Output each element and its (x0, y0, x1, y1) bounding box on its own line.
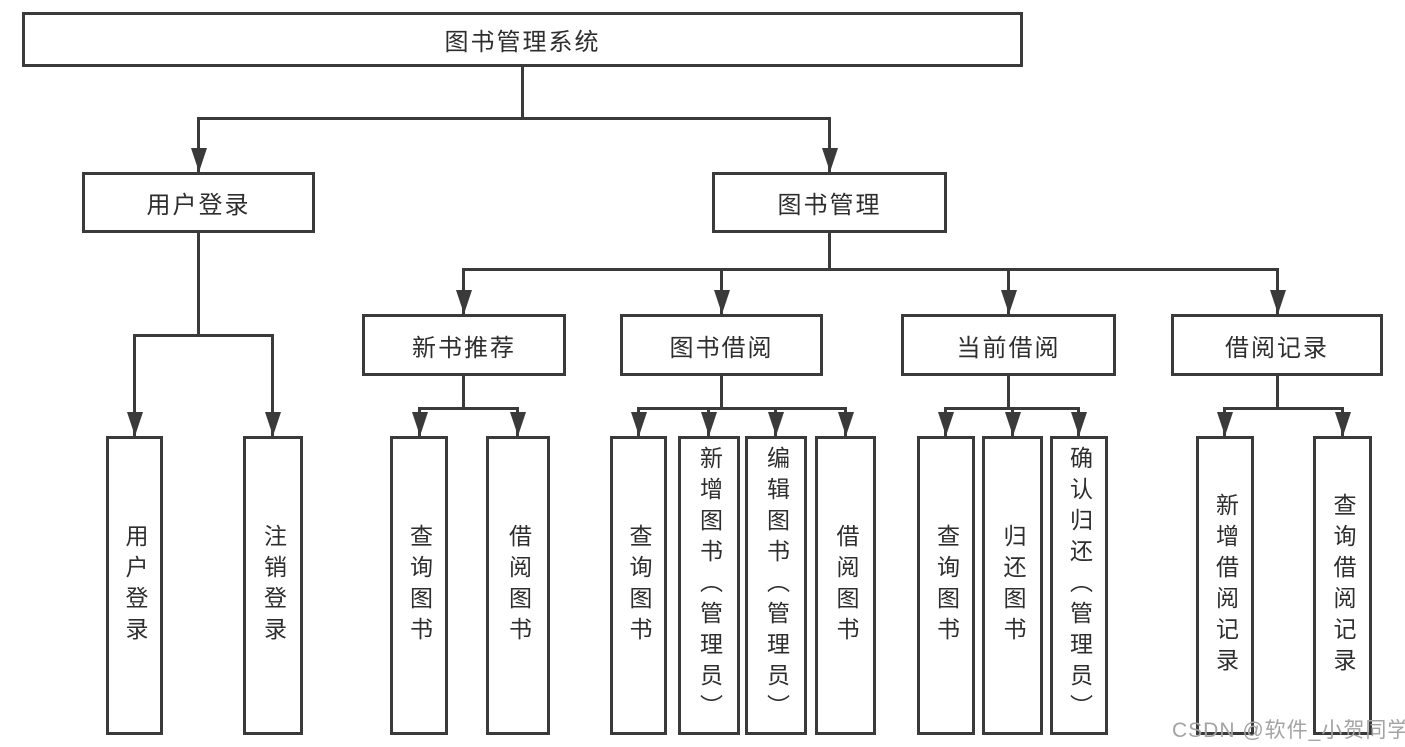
arrow-down-icon (713, 290, 730, 314)
leaf-label: 新增借阅记录 (1212, 492, 1239, 679)
connector-arrow (411, 407, 428, 436)
arrow-down-icon (190, 148, 207, 172)
connector-line (1223, 407, 1344, 410)
leaf-add-books-admin: 新增图书（管理员） (678, 436, 740, 735)
node-label: 借阅记录 (1225, 334, 1329, 362)
connector-line (197, 231, 200, 337)
arrow-down-icon (264, 412, 281, 436)
leaf-return-books: 归还图书 (982, 436, 1043, 735)
leaf-label: 确认归还（管理员） (1066, 446, 1093, 725)
arrow-down-icon (411, 412, 428, 436)
arrow-down-icon (455, 290, 472, 314)
connector-arrow (767, 407, 784, 436)
connector-line (133, 334, 274, 337)
connector-arrow (264, 334, 281, 436)
csdn-watermark: CSDN @软件_小贺同学 (1172, 719, 1405, 742)
connector-arrow (1004, 407, 1021, 436)
leaf-query-books-current: 查询图书 (917, 436, 975, 735)
arrow-down-icon (821, 148, 838, 172)
connector-arrow (837, 407, 854, 436)
connector-arrow (937, 407, 954, 436)
leaf-label: 查询图书 (933, 523, 960, 648)
connector-line (637, 407, 847, 410)
arrow-down-icon (126, 412, 143, 436)
arrow-down-icon (1216, 412, 1233, 436)
node-label: 图书管理系统 (444, 29, 601, 56)
connector-arrow (713, 268, 730, 314)
connector-arrow (1216, 407, 1233, 436)
leaf-label: 借阅图书 (505, 523, 532, 648)
arrow-down-icon (630, 412, 647, 436)
connector-line (462, 268, 1279, 271)
leaf-label: 归还图书 (1000, 523, 1026, 648)
arrow-down-icon (509, 412, 526, 436)
connector-arrow (455, 268, 472, 314)
connector-line (1276, 374, 1279, 410)
node-user-login: 用户登录 (82, 172, 315, 233)
leaf-query-books-borrow: 查询图书 (610, 436, 667, 735)
connector-arrow (1000, 268, 1017, 314)
connector-arrow (126, 334, 143, 436)
leaf-logout: 注销登录 (243, 436, 303, 735)
arrow-down-icon (1269, 290, 1286, 314)
connector-arrow (190, 117, 207, 172)
node-book-management: 图书管理 (712, 172, 947, 233)
leaf-label: 查询图书 (406, 523, 433, 648)
connector-arrow (821, 117, 838, 172)
connector-line (197, 117, 831, 120)
arrow-down-icon (1070, 412, 1087, 436)
connector-line (521, 65, 524, 120)
node-borrowing-records: 借阅记录 (1171, 314, 1383, 376)
leaf-label: 查询图书 (626, 523, 652, 648)
arrow-down-icon (1334, 412, 1351, 436)
connector-line (720, 374, 723, 410)
leaf-label: 编辑图书（管理员） (763, 446, 790, 725)
arrow-down-icon (837, 412, 854, 436)
node-label: 图书借阅 (669, 334, 774, 362)
node-label: 图书管理 (777, 192, 882, 219)
connector-line (828, 231, 831, 271)
connector-arrow (630, 407, 647, 436)
leaf-add-borrow-record: 新增借阅记录 (1196, 436, 1254, 735)
arrow-down-icon (1004, 412, 1021, 436)
node-library-management-system: 图书管理系统 (22, 12, 1023, 67)
connector-line (1007, 374, 1010, 410)
leaf-label: 注销登录 (260, 523, 287, 648)
leaf-user-login: 用户登录 (106, 436, 163, 735)
leaf-label: 借阅图书 (833, 523, 859, 648)
node-book-borrowing: 图书借阅 (620, 314, 823, 376)
leaf-borrow-books-recommend: 借阅图书 (486, 436, 550, 735)
leaf-query-borrow-record: 查询借阅记录 (1313, 436, 1372, 735)
connector-line (418, 407, 519, 410)
arrow-down-icon (1000, 290, 1017, 314)
connector-arrow (1334, 407, 1351, 436)
arrow-down-icon (767, 412, 784, 436)
arrow-down-icon (937, 412, 954, 436)
node-label: 新书推荐 (412, 334, 516, 362)
leaf-label: 新增图书（管理员） (696, 446, 723, 725)
connector-arrow (700, 407, 717, 436)
leaf-edit-books-admin: 编辑图书（管理员） (745, 436, 807, 735)
leaf-label: 查询借阅记录 (1330, 492, 1356, 679)
connector-arrow (1070, 407, 1087, 436)
leaf-query-books-recommend: 查询图书 (390, 436, 448, 735)
node-label: 用户登录 (146, 192, 251, 219)
node-label: 当前借阅 (956, 334, 1061, 362)
connector-arrow (1269, 268, 1286, 314)
connector-line (462, 374, 465, 410)
node-new-book-recommendation: 新书推荐 (362, 314, 566, 376)
arrow-down-icon (700, 412, 717, 436)
leaf-label: 用户登录 (122, 523, 148, 648)
leaf-borrow-books: 借阅图书 (815, 436, 876, 735)
leaf-confirm-return-admin: 确认归还（管理员） (1050, 436, 1108, 735)
connector-arrow (509, 407, 526, 436)
node-current-borrowing: 当前借阅 (901, 314, 1116, 376)
